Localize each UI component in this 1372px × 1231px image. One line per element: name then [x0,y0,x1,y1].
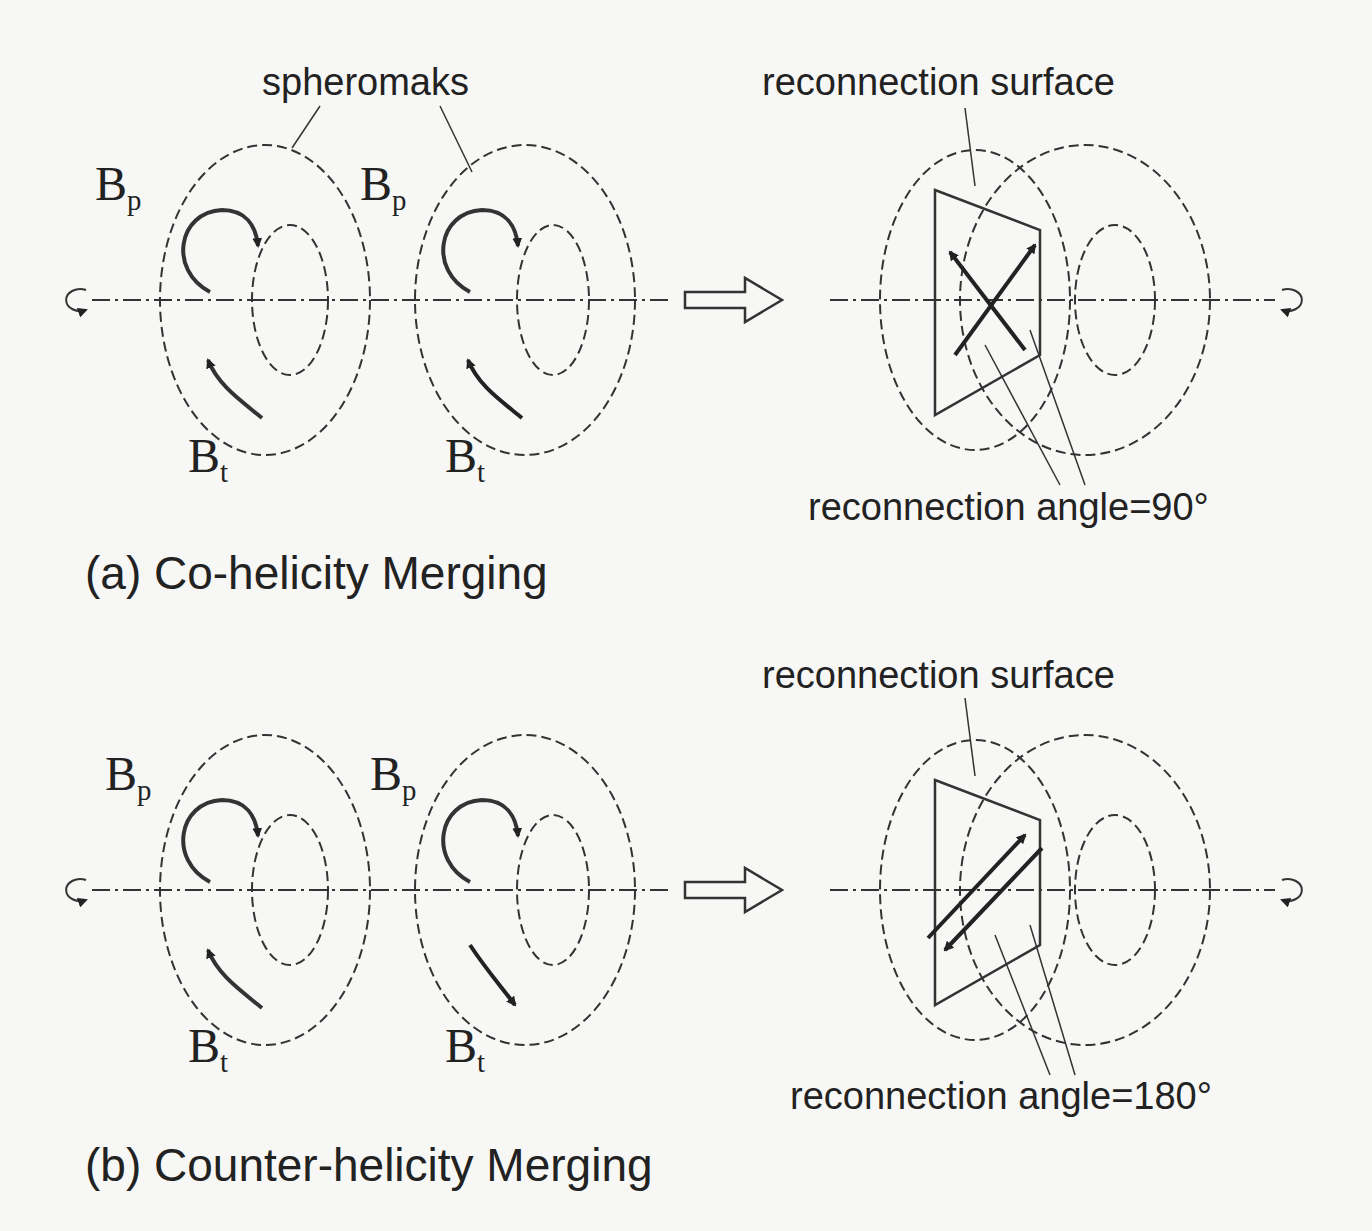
field-symbol: Bp [105,748,151,807]
field-symbol: Bt [188,1020,228,1079]
panel-caption: (b) Counter-helicity Merging [85,1140,653,1191]
field-symbol: Bt [445,430,485,489]
panel-caption: (a) Co-helicity Merging [85,548,548,599]
field-symbol: Bp [370,748,416,807]
spheromak-pair [66,735,1302,1045]
field-symbol: Bt [188,430,228,489]
angle-label: reconnection angle=180° [790,1076,1212,1118]
field-symbol: Bp [95,158,141,217]
angle-label: reconnection angle=90° [808,487,1209,529]
part-label: reconnection surface [762,62,1115,104]
part-label: reconnection surface [762,655,1115,697]
field-arrows [468,245,1042,1005]
field-symbol: Bp [360,158,406,217]
field-symbol: Bt [445,1020,485,1079]
spheromak-pair [66,145,1302,455]
part-label: spheromaks [262,62,469,104]
